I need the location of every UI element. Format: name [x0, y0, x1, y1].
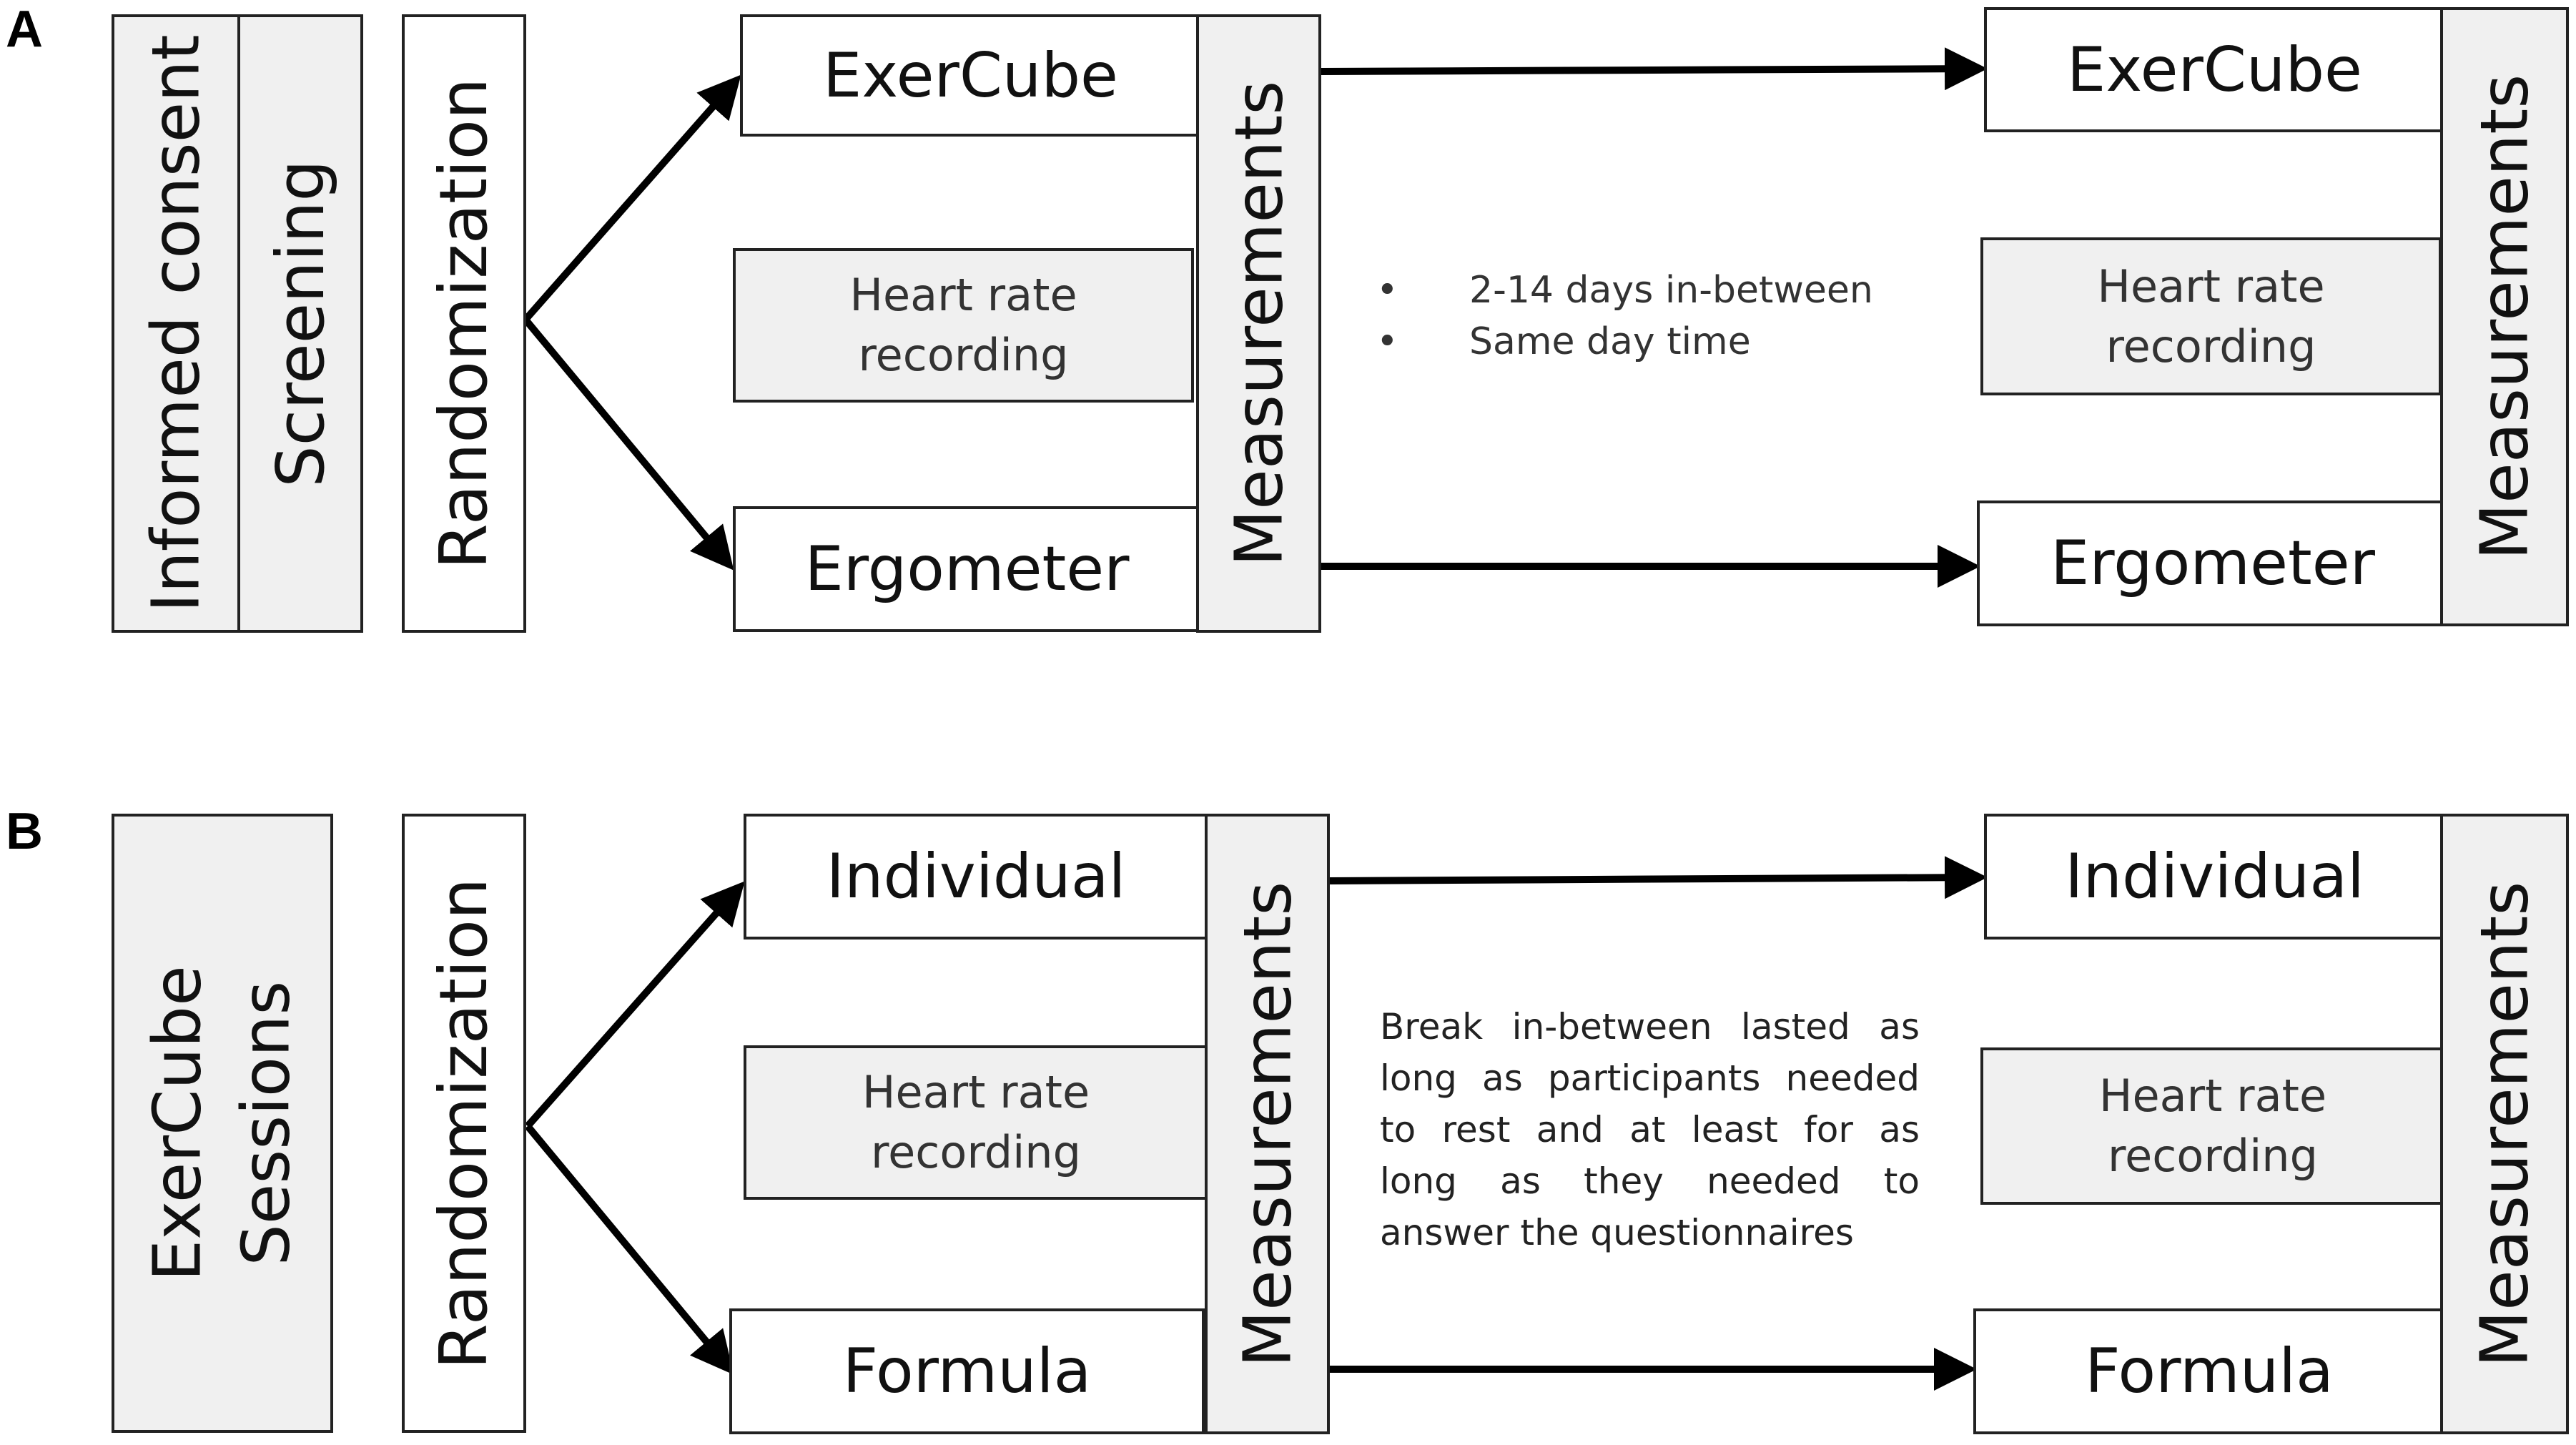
measurements-box-a: Measurements [1196, 14, 1321, 633]
heart-rate-box-a: Heart rate recording [733, 248, 1194, 403]
panel-label-b: B [6, 803, 43, 860]
individual-box-b: Individual [744, 814, 1208, 940]
arrow-a-to-exercube-2 [1321, 47, 1988, 91]
arrow-b-randomization-to-formula [525, 1123, 734, 1375]
heart-rate-label-b-2: Heart rate recording [2098, 1070, 2327, 1182]
heart-rate-label-b: Heart rate recording [862, 1066, 1090, 1178]
screening-label: Screening [262, 159, 339, 488]
screening-box: Screening [237, 14, 363, 633]
exercube-box-a-2: ExerCube [1984, 7, 2445, 132]
note-same-day-time: Same day time [1376, 316, 1948, 368]
ergometer-label-a-2: Ergometer [2050, 528, 2376, 599]
panel-label-a: A [6, 1, 43, 58]
exercube-box-a: ExerCube [740, 14, 1201, 137]
measurements-label-b-2: Measurements [2466, 881, 2543, 1367]
individual-label-b: Individual [826, 841, 1126, 912]
exercube-label-a-2: ExerCube [2067, 34, 2362, 106]
measurements-box-b: Measurements [1205, 814, 1330, 1434]
measurements-label-a-2: Measurements [2466, 74, 2543, 560]
exercube-sessions-box: ExerCube Sessions [112, 814, 333, 1433]
ergometer-box-a: Ergometer [733, 506, 1201, 632]
informed-consent-box: Informed consent [112, 14, 240, 633]
individual-box-b-2: Individual [1984, 814, 2445, 940]
formula-label-b: Formula [842, 1336, 1092, 1407]
measurements-box-b-2: Measurements [2440, 814, 2569, 1434]
randomization-box-a: Randomization [402, 14, 526, 633]
formula-box-b-2: Formula [1973, 1308, 2445, 1434]
heart-rate-label-a-2: Heart rate recording [2097, 260, 2325, 373]
arrow-a-randomization-to-ergometer [523, 317, 734, 571]
arrow-b-to-individual-2 [1329, 856, 1988, 899]
measurements-label-a: Measurements [1220, 80, 1298, 567]
heart-rate-box-a-2: Heart rate recording [1980, 237, 2442, 395]
formula-box-b: Formula [729, 1308, 1205, 1434]
arrow-a-randomization-to-exercube [523, 74, 741, 322]
interval-notes-a: 2-14 days in-between Same day time [1376, 265, 1948, 368]
exercube-sessions-label: ExerCube Sessions [139, 965, 305, 1281]
individual-label-b-2: Individual [2065, 841, 2364, 912]
heart-rate-box-b-2: Heart rate recording [1980, 1047, 2445, 1205]
arrow-b-randomization-to-individual [525, 881, 745, 1129]
randomization-label-a: Randomization [425, 77, 503, 570]
formula-label-b-2: Formula [2085, 1336, 2334, 1407]
break-description: Break in-between lasted as long as parti… [1380, 1006, 1920, 1253]
informed-consent-label: Informed consent [137, 34, 214, 613]
measurements-label-b: Measurements [1229, 881, 1306, 1367]
heart-rate-label-a: Heart rate recording [849, 269, 1077, 381]
randomization-label-b: Randomization [425, 877, 503, 1369]
ergometer-label-a: Ergometer [804, 533, 1130, 605]
ergometer-box-a-2: Ergometer [1977, 500, 2449, 626]
exercube-label-a: ExerCube [823, 39, 1118, 112]
heart-rate-box-b: Heart rate recording [744, 1045, 1208, 1200]
randomization-box-b: Randomization [402, 814, 526, 1433]
measurements-box-a-2: Measurements [2440, 7, 2569, 626]
note-days-between: 2-14 days in-between [1376, 265, 1948, 316]
